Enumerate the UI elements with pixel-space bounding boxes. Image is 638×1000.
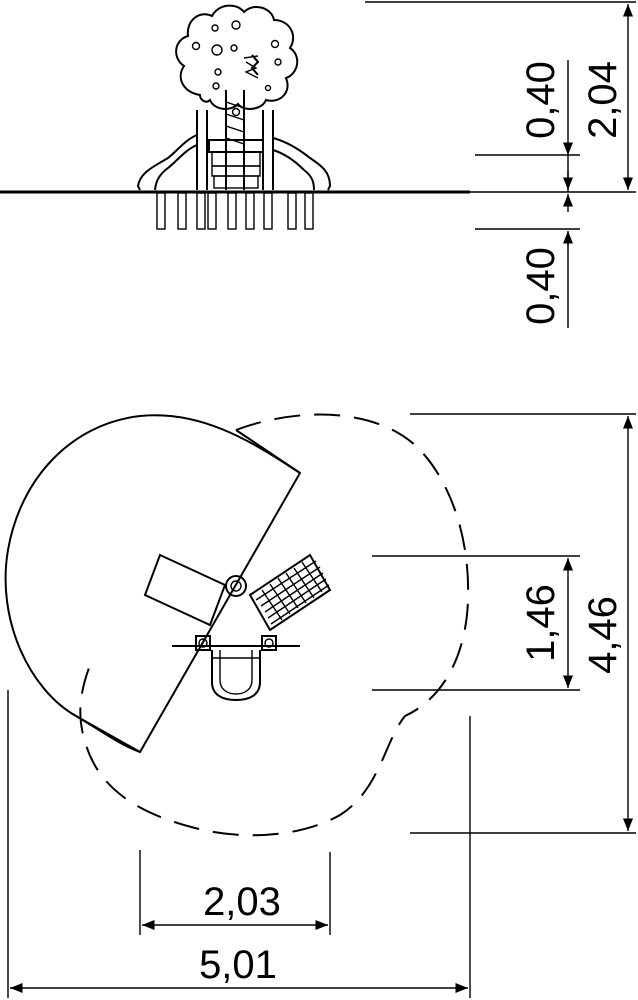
dim-foundation-label: 0,40 — [519, 247, 563, 325]
dim-elevation-label: 0,40 — [519, 61, 563, 139]
dim-structure-depth-label: 1,46 — [519, 584, 563, 662]
dim-safety-depth-label: 4,46 — [581, 596, 625, 674]
dim-structure-width-label: 2,03 — [203, 880, 281, 924]
dim-safety-width-label: 5,01 — [199, 943, 277, 987]
central-post — [225, 575, 247, 597]
dim-total-height-label: 2,04 — [581, 61, 625, 139]
plan-view: 1,46 4,46 2,03 5,01 — [4, 413, 636, 998]
safety-zone-outline — [79, 413, 470, 837]
side-elevation-view: 0,40 2,04 0,40 — [0, 1, 636, 328]
foundation-posts — [156, 192, 314, 230]
safety-half-disk — [4, 414, 302, 754]
